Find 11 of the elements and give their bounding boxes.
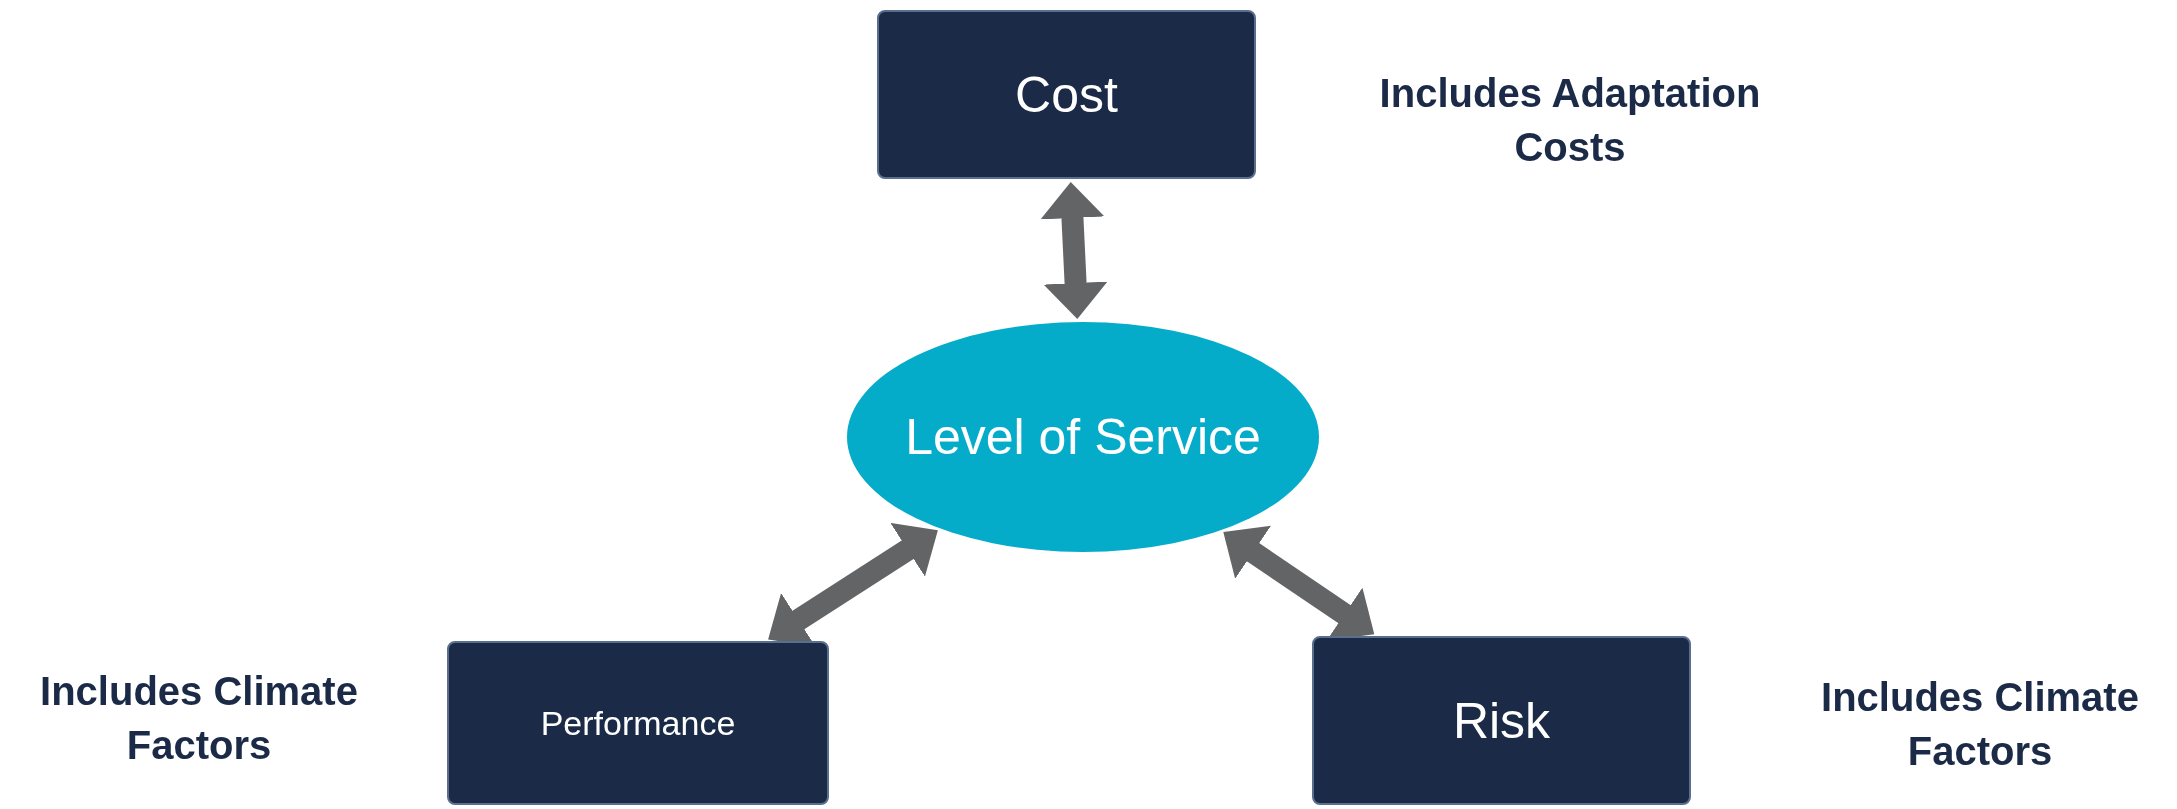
node-label: Level of Service xyxy=(904,408,1262,467)
node-label: Risk xyxy=(1451,691,1552,751)
node-note: Includes Climate Factors xyxy=(1820,674,2140,775)
node-note: Includes Adaptation Costs xyxy=(1378,70,1762,171)
process-box xyxy=(447,641,829,805)
node-label: Cost xyxy=(1014,65,1119,125)
double-arrow xyxy=(1040,182,1108,320)
process-box xyxy=(1312,636,1691,805)
node-note: Includes Climate Factors xyxy=(39,668,359,769)
node-label: Performance xyxy=(539,702,737,744)
process-box xyxy=(877,10,1256,179)
